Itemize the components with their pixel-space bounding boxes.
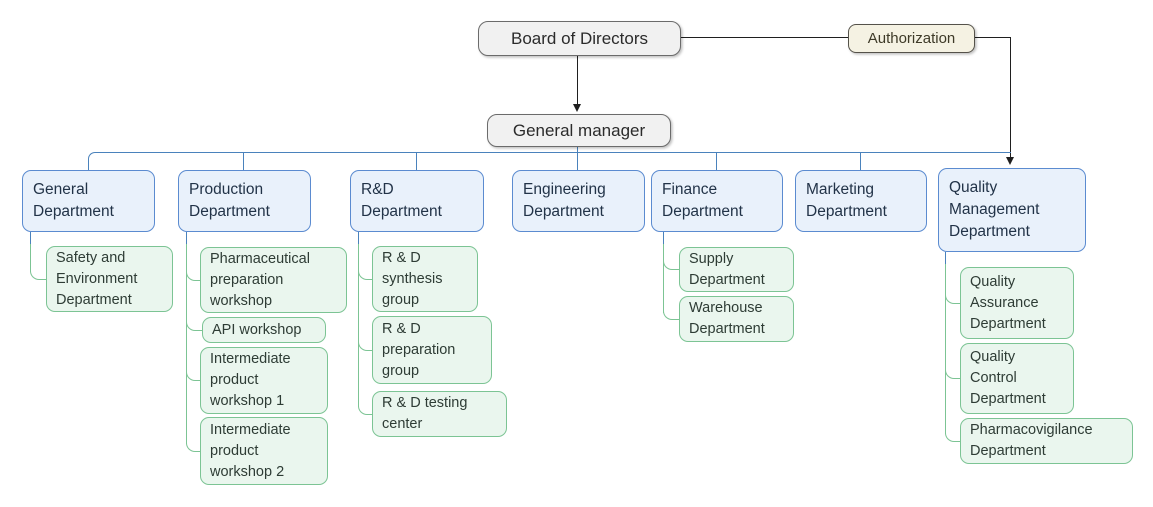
connector-trunk-finance <box>663 244 664 313</box>
connector-left-elbow <box>88 152 103 171</box>
dept-finance: Finance Department <box>651 170 783 232</box>
connector-trunk-production-stub <box>186 232 187 244</box>
connector-stub-finance <box>716 153 717 170</box>
connector-elbow <box>186 270 201 281</box>
sub-quality-assurance: Quality Assurance Department <box>960 267 1074 339</box>
connector-trunk-qm <box>945 264 946 434</box>
connector-elbow <box>663 259 680 270</box>
connector-elbow <box>945 293 961 304</box>
connector-board-to-authorization <box>680 37 1011 38</box>
arrowhead-down-icon <box>1006 157 1014 165</box>
dept-general: General Department <box>22 170 155 232</box>
sub-rd-testing-center: R & D testing center <box>372 391 507 437</box>
sub-pharmacovigilance: Pharmacovigilance Department <box>960 418 1133 464</box>
connector-trunk-production <box>186 244 187 444</box>
connector-stub-marketing <box>860 153 861 170</box>
sub-rd-preparation-group: R & D preparation group <box>372 316 492 384</box>
dept-marketing: Marketing Department <box>795 170 927 232</box>
sub-quality-control: Quality Control Department <box>960 343 1074 414</box>
connector-elbow <box>186 441 201 452</box>
connector-elbow <box>358 340 373 351</box>
connector-elbow <box>945 368 961 379</box>
connector-authorization-to-qm <box>1010 37 1011 158</box>
sub-api-workshop: API workshop <box>202 317 326 343</box>
sub-supply-department: Supply Department <box>679 247 794 292</box>
connector-department-rail <box>98 152 1011 153</box>
dept-engineering: Engineering Department <box>512 170 645 232</box>
connector-trunk-rd-stub <box>358 232 359 244</box>
connector-gm-stub <box>577 147 578 153</box>
connector-trunk-general-stub <box>30 232 31 244</box>
connector-elbow <box>186 370 201 381</box>
connector-trunk-rd <box>358 244 359 407</box>
sub-safety-environment: Safety and Environment Department <box>46 246 173 312</box>
connector-elbow <box>358 269 373 280</box>
node-authorization: Authorization <box>848 24 975 53</box>
arrowhead-down-icon <box>573 104 581 112</box>
dept-rd: R&D Department <box>350 170 484 232</box>
connector-stub-rd <box>416 153 417 170</box>
sub-rd-synthesis-group: R & D synthesis group <box>372 246 478 312</box>
connector-elbow <box>186 320 203 331</box>
connector-elbow <box>663 309 680 320</box>
connector-trunk-qm-stub <box>945 252 946 264</box>
connector-board-to-gm <box>577 56 578 106</box>
dept-quality-management: Quality Management Department <box>938 168 1086 252</box>
connector-trunk-finance-stub <box>663 232 664 244</box>
sub-intermediate-workshop-2: Intermediate product workshop 2 <box>200 417 328 485</box>
connector-trunk-general <box>30 244 31 272</box>
node-general-manager: General manager <box>487 114 671 147</box>
sub-intermediate-workshop-1: Intermediate product workshop 1 <box>200 347 328 414</box>
node-board-of-directors: Board of Directors <box>478 21 681 56</box>
connector-elbow <box>30 269 47 280</box>
connector-stub-engineering <box>577 153 578 170</box>
connector-elbow <box>358 404 373 415</box>
connector-stub-production <box>243 153 244 170</box>
sub-warehouse-department: Warehouse Department <box>679 296 794 342</box>
sub-pharm-prep-workshop: Pharmaceutical preparation workshop <box>200 247 347 313</box>
connector-elbow <box>945 431 961 442</box>
dept-production: Production Department <box>178 170 311 232</box>
